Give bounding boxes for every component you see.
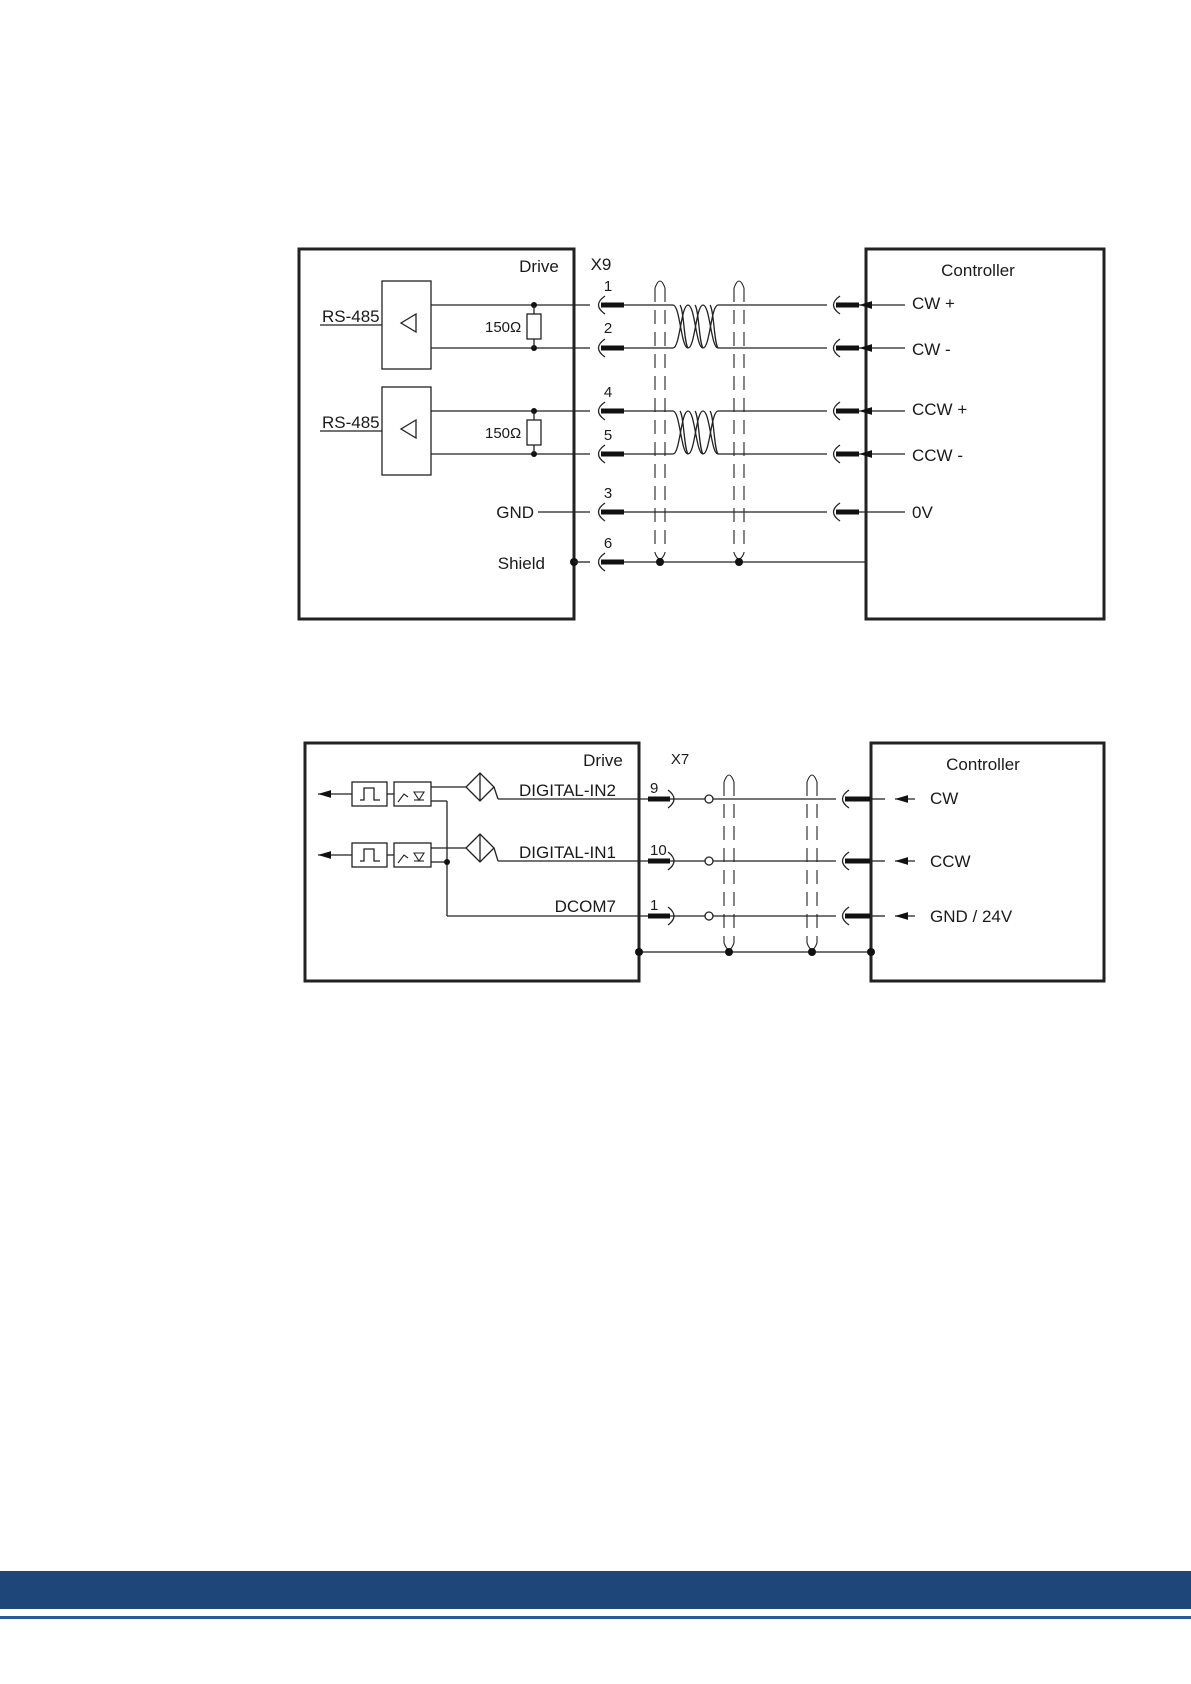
drive-box-2 [305, 743, 639, 981]
drive-label: Drive [519, 257, 559, 276]
controller-connector [834, 296, 906, 521]
controller-connector-2 [843, 790, 916, 925]
signal-digital-in2: DIGITAL-IN2 [519, 781, 616, 800]
drive-label-2: Drive [583, 751, 623, 770]
signal-cw: CW [930, 789, 958, 808]
pin-4: 4 [604, 384, 612, 401]
controller-box-2 [871, 743, 1104, 981]
signal-ccw-plus: CCW + [912, 400, 967, 419]
rs485-wiring-diagram: Drive X9 Controller RS-485 150Ω RS-485 [299, 249, 1104, 619]
resistor-label-1: 150Ω [485, 319, 521, 336]
shield-label: Shield [498, 554, 545, 573]
controller-label: Controller [941, 261, 1015, 280]
rs485-receiver-1: RS-485 150Ω [320, 281, 590, 369]
x7-cable [635, 775, 875, 956]
footer-line [0, 1616, 1191, 1619]
controller-label-2: Controller [946, 755, 1020, 774]
rs485-receiver-2: RS-485 150Ω [320, 387, 590, 475]
input-circuit-in2 [318, 773, 672, 916]
signal-cw-minus: CW - [912, 340, 951, 359]
signal-0v: 0V [912, 503, 933, 522]
gnd-label: GND [496, 503, 534, 522]
pin-1: 1 [604, 278, 612, 295]
signal-ccw: CCW [930, 852, 971, 871]
x9-cable [624, 281, 866, 566]
pin-10: 10 [650, 842, 667, 859]
pin-5: 5 [604, 427, 612, 444]
signal-cw-plus: CW + [912, 294, 955, 313]
signal-digital-in1: DIGITAL-IN1 [519, 843, 616, 862]
pin-2: 2 [604, 320, 612, 337]
pin-1-x7: 1 [650, 897, 658, 914]
input-circuit-in1 [318, 834, 672, 867]
signal-gnd-24v: GND / 24V [930, 907, 1013, 926]
signal-dcom7: DCOM7 [555, 897, 616, 916]
signal-ccw-minus: CCW - [912, 446, 963, 465]
digital-input-wiring-diagram: Drive X7 Controller [305, 743, 1104, 981]
connector-label-2: X7 [671, 751, 689, 768]
pin-9: 9 [650, 780, 658, 797]
resistor-2 [527, 420, 541, 445]
rs485-label-2: RS-485 [322, 413, 380, 432]
connector-label: X9 [591, 255, 612, 274]
resistor-1 [527, 314, 541, 339]
footer-band [0, 1571, 1191, 1609]
pin-3: 3 [604, 485, 612, 502]
resistor-label-2: 150Ω [485, 425, 521, 442]
rs485-label-1: RS-485 [322, 307, 380, 326]
cable-shield [655, 281, 744, 566]
twisted-pair-2 [673, 411, 718, 454]
pin-6: 6 [604, 535, 612, 552]
twisted-pair-1 [673, 305, 718, 348]
